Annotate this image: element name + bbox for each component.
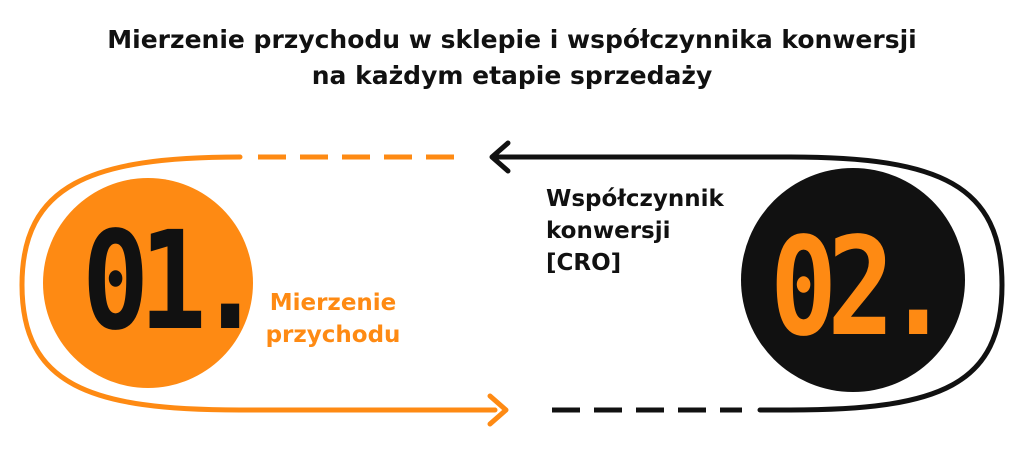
step-1-label: Mierzenie przychodu — [248, 287, 418, 351]
step-1-number: 01. — [82, 203, 264, 361]
title-line-2: na każdym etapie sprzedaży — [311, 61, 713, 90]
step-2-label-line-3: [CRO] — [546, 250, 622, 276]
step-1-label-line-2: przychodu — [265, 322, 401, 348]
step-2-label-line-1: Współczynnik — [546, 186, 724, 212]
step-1-circle — [43, 178, 253, 388]
step-2-label: Współczynnik konwersji [CRO] — [546, 183, 766, 279]
step-2-label-line-2: konwersji — [546, 218, 671, 244]
step-1-label-line-1: Mierzenie — [269, 290, 397, 316]
orange-loop-path — [19, 154, 498, 413]
step-2-circle — [741, 168, 965, 392]
arrow-left-icon — [489, 140, 511, 174]
step-2-number: 02. — [770, 209, 952, 367]
diagram-title: Mierzenie przychodu w sklepie i współczy… — [0, 22, 1024, 94]
title-line-1: Mierzenie przychodu w sklepie i współczy… — [107, 25, 917, 54]
black-loop-path — [490, 154, 1005, 413]
arrow-right-icon — [487, 393, 509, 427]
